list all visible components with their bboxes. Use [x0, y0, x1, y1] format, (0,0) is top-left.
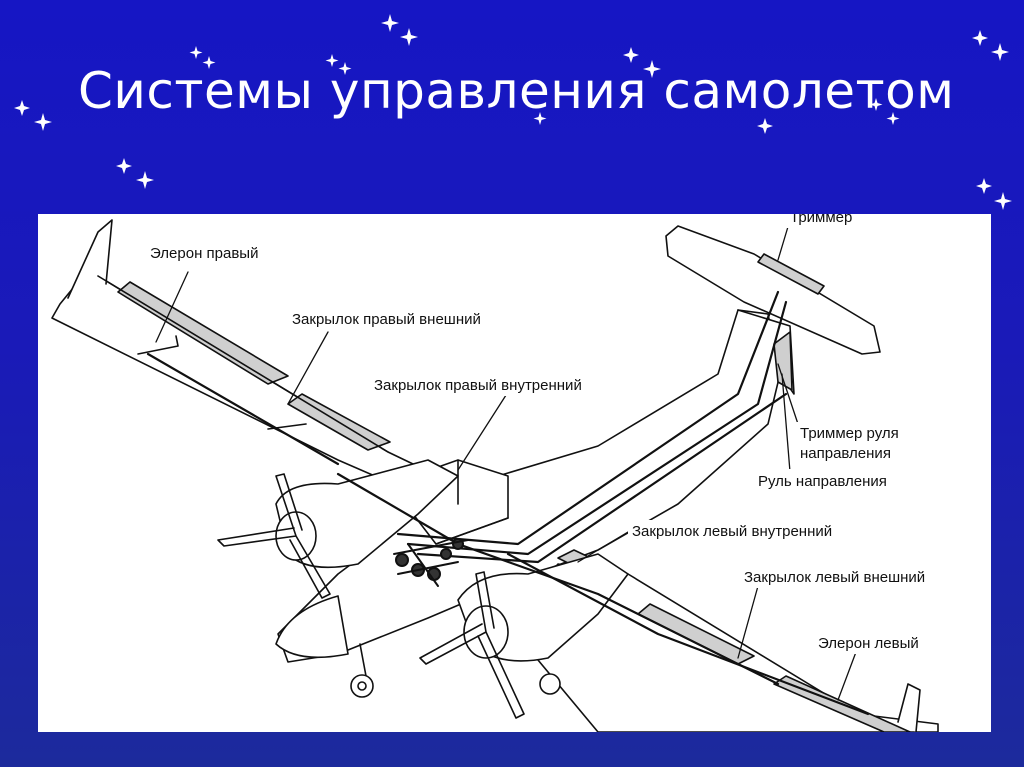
label-flap-left-outer: Закрылок левый внешний	[744, 569, 925, 586]
label-flap-right-outer: Закрылок правый внешний	[292, 311, 481, 328]
leader-aileron-left	[837, 651, 857, 701]
leader-aileron-right	[155, 271, 189, 343]
star-icon	[757, 118, 773, 134]
control-cable	[506, 552, 870, 716]
control-mechanism	[393, 538, 469, 587]
horizontal-stabilizer	[665, 225, 881, 355]
star-icon	[972, 30, 988, 46]
nose-gear	[359, 643, 367, 677]
star-icon	[136, 171, 154, 189]
control-cable	[416, 392, 788, 564]
rudder-surface	[773, 331, 793, 391]
control-cable	[146, 352, 340, 466]
leader-flap-right-outer	[287, 331, 329, 405]
star-icon	[991, 43, 1009, 61]
leader-rudder-trimmer	[777, 363, 799, 425]
main-wheel	[539, 673, 561, 695]
right-aileron	[117, 281, 289, 385]
label-trimmer: Триммер	[790, 214, 852, 226]
left-winglet	[897, 683, 921, 732]
left-propeller	[419, 571, 525, 719]
diagram-panel: Элерон правый Закрылок правый внешний За…	[38, 214, 991, 732]
label-aileron-left: Элерон левый	[818, 635, 919, 652]
star-icon	[116, 158, 132, 174]
label-rudder-trimmer-line2: направления	[800, 445, 891, 462]
star-icon	[400, 28, 418, 46]
leader-flap-left-outer	[737, 585, 759, 659]
control-cable	[336, 472, 780, 686]
star-icon	[994, 192, 1012, 210]
star-icon	[623, 47, 639, 63]
nose-wheel	[350, 674, 374, 698]
slide-title: Системы управления самолетом	[78, 62, 955, 120]
star-icon	[976, 178, 992, 194]
leader-flap-left-inner	[577, 531, 629, 563]
star-icon	[189, 46, 203, 59]
label-rudder: Руль направления	[758, 473, 887, 490]
label-rudder-trimmer-line1: Триммер руля	[800, 425, 899, 442]
leader-flap-right-inner	[457, 391, 509, 471]
elevator-trim-tab	[757, 253, 825, 295]
control-cable	[406, 300, 788, 556]
star-icon	[381, 14, 399, 32]
right-propeller	[217, 473, 331, 599]
label-aileron-right: Элерон правый	[150, 245, 258, 262]
label-flap-right-inner: Закрылок правый внутренний	[374, 377, 582, 394]
right-engine-nacelle	[275, 459, 459, 569]
leader-rudder	[781, 373, 791, 473]
aircraft-control-diagram: Элерон правый Закрылок правый внешний За…	[51, 214, 986, 732]
label-flap-left-inner: Закрылок левый внутренний	[632, 523, 832, 540]
nose	[275, 595, 349, 659]
